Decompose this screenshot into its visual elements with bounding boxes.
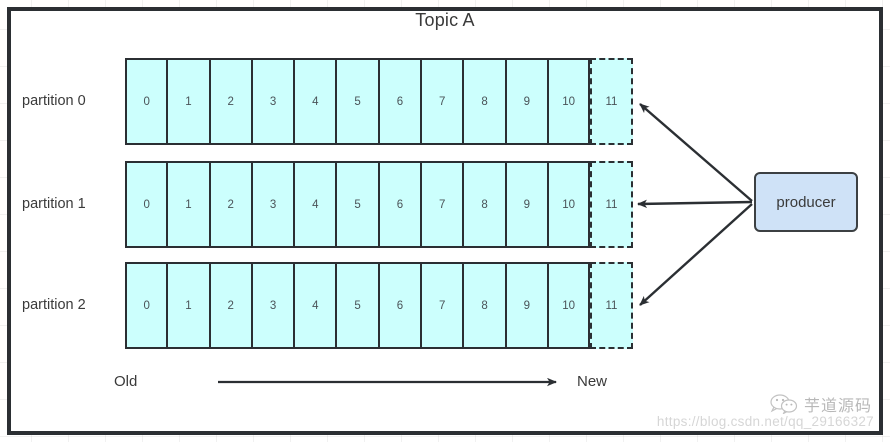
page-title: Topic A (415, 10, 475, 30)
log-cell: 3 (251, 161, 295, 248)
log-cell: 9 (505, 58, 548, 145)
new-label: New (577, 373, 608, 390)
log-cell: 1 (167, 262, 210, 349)
log-cell: 3 (251, 58, 295, 145)
log-cell: 2 (209, 58, 252, 145)
watermark-url: https://blog.csdn.net/qq_29166327 (656, 414, 874, 429)
log-cell: 7 (421, 58, 464, 145)
log-cell: 1 (167, 58, 210, 145)
producer-node: producer (754, 172, 858, 232)
wechat-icon (770, 394, 798, 414)
partition-1-row: 0 1 2 3 4 5 6 7 8 9 10 11 (125, 161, 633, 248)
log-cell: 10 (547, 161, 591, 248)
log-cell: 7 (421, 161, 464, 248)
log-cell: 4 (294, 262, 337, 349)
log-cell: 2 (209, 161, 252, 248)
log-cell-pending: 11 (590, 161, 633, 248)
partition-0-label: partition 0 (22, 93, 86, 109)
log-cell: 4 (294, 161, 337, 248)
log-cell: 5 (336, 262, 379, 349)
log-cell: 3 (251, 262, 295, 349)
partition-0-row: 0 1 2 3 4 5 6 7 8 9 10 11 (125, 58, 633, 145)
log-cell: 8 (463, 58, 506, 145)
partition-2-label: partition 2 (22, 297, 86, 313)
log-cell: 6 (378, 58, 422, 145)
log-cell: 1 (167, 161, 210, 248)
log-cell: 8 (463, 262, 506, 349)
log-cell: 10 (547, 58, 591, 145)
log-cell: 7 (421, 262, 464, 349)
log-cell: 4 (294, 58, 337, 145)
log-cell: 6 (378, 262, 422, 349)
watermark: 芋道源码 (770, 392, 872, 416)
log-cell: 5 (336, 58, 379, 145)
log-cell: 0 (125, 161, 168, 248)
log-cell: 2 (209, 262, 252, 349)
partition-1-label: partition 1 (22, 196, 86, 212)
log-cell: 8 (463, 161, 506, 248)
log-cell: 5 (336, 161, 379, 248)
log-cell-pending: 11 (590, 262, 633, 349)
log-cell: 10 (547, 262, 591, 349)
log-cell: 9 (505, 161, 548, 248)
log-cell: 9 (505, 262, 548, 349)
log-cell-pending: 11 (590, 58, 633, 145)
log-cell: 0 (125, 262, 168, 349)
old-label: Old (114, 373, 138, 390)
log-cell: 6 (378, 161, 422, 248)
log-cell: 0 (125, 58, 168, 145)
watermark-brand: 芋道源码 (803, 396, 872, 415)
partition-2-row: 0 1 2 3 4 5 6 7 8 9 10 11 (125, 262, 633, 349)
